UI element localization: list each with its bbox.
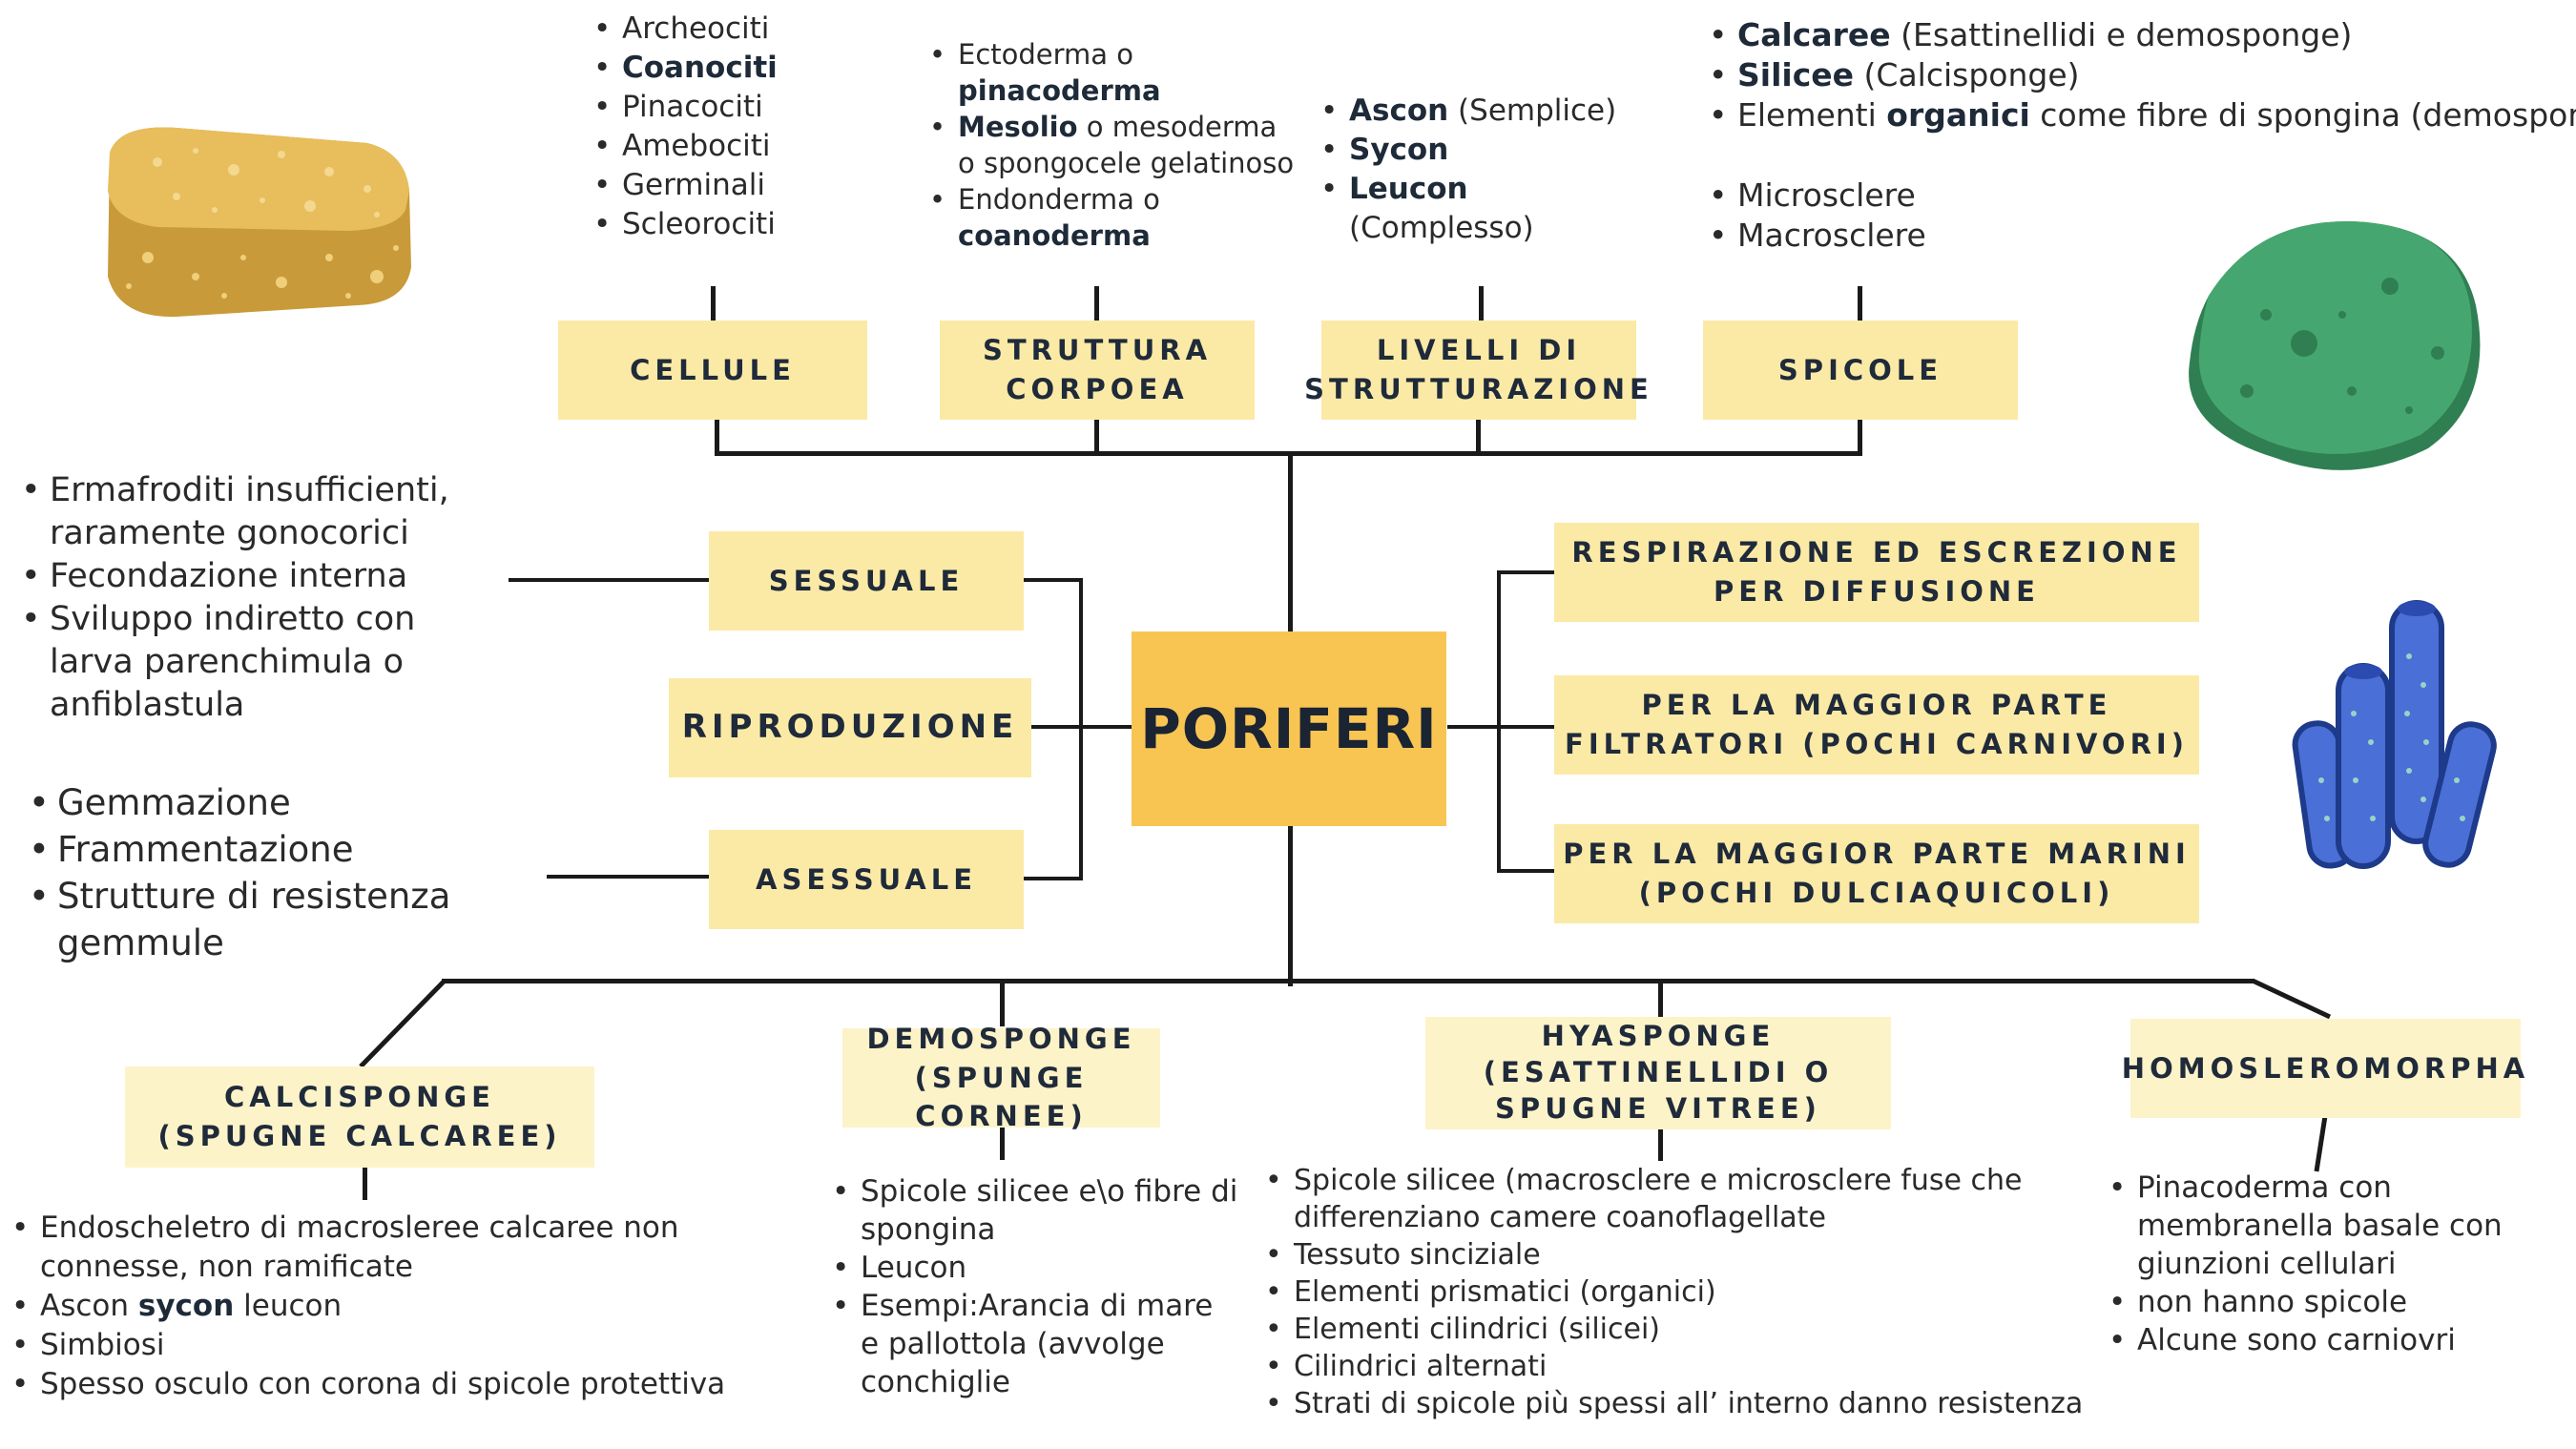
- list-item: Leucon (Complesso): [1317, 170, 1660, 248]
- cellule-label: CELLULE: [630, 353, 796, 386]
- spicole-box: SPICOLE: [1703, 321, 2018, 420]
- marini-label: PER LA MAGGIOR PARTE MARINI(POCHI DULCIA…: [1563, 838, 2191, 909]
- livelli-list: Ascon (Semplice) Sycon Leucon (Complesso…: [1317, 92, 1660, 248]
- yellow-sponge-icon: [108, 127, 411, 318]
- list-item: non hanno spicole: [2105, 1283, 2524, 1321]
- list-item: Spicole silicee e\o fibre di spongina: [828, 1172, 1238, 1249]
- list-item: Germinali: [590, 166, 895, 205]
- list-item: Sycon: [1317, 131, 1660, 170]
- asessuale-label: ASESSUALE: [756, 862, 977, 896]
- asessuale-list: Gemmazione Frammentazione Strutture di r…: [25, 779, 502, 966]
- sessuale-box: SESSUALE: [709, 531, 1024, 631]
- list-item: Macrosclere: [1705, 216, 2087, 256]
- center-title: PORIFERI: [1132, 631, 1446, 826]
- list-item: Alcune sono carniovri: [2105, 1321, 2524, 1359]
- list-item: Amebociti: [590, 127, 895, 166]
- list-item: Strutture di resistenza gemmule: [25, 873, 502, 966]
- list-item: Microsclere: [1705, 176, 2087, 216]
- spicole-label: SPICOLE: [1777, 353, 1943, 386]
- list-item: Gemmazione: [25, 779, 502, 826]
- list-item: Archeociti: [590, 10, 895, 49]
- list-item: Pinacoderma con membranella basale con g…: [2105, 1169, 2524, 1283]
- list-item: Frammentazione: [25, 826, 502, 873]
- list-item: Ascon (Semplice): [1317, 92, 1660, 131]
- list-item: Elementi cilindrici (silicei): [1261, 1311, 2053, 1348]
- sessuale-list: Ermafroditi insufficienti, raramente gon…: [17, 469, 494, 727]
- cellule-list: Archeociti Coanociti Pinacociti Amebocit…: [590, 10, 895, 244]
- list-item: Strati di spicole più spessi all’ intern…: [1261, 1385, 2083, 1422]
- riproduzione-box: RIPRODUZIONE: [669, 678, 1031, 777]
- list-item: Endoscheletro di macroslerее calcaree no…: [8, 1209, 733, 1287]
- list-item: Endonderma o coanoderma: [925, 181, 1298, 254]
- demosponge-label: DEMOSPONGE(SPUNGE CORNEE): [866, 1023, 1136, 1133]
- list-item: Ectoderma o pinacoderma: [925, 36, 1298, 109]
- list-item: Coanociti: [590, 49, 895, 88]
- list-item: Calcaree (Esattinellidi e demosponge): [1705, 15, 2576, 55]
- spicole-list-2: Microsclere Macrosclere: [1705, 176, 2087, 256]
- green-sponge-icon: [2189, 220, 2481, 470]
- list-item: Spesso osculo con corona di spicole prot…: [8, 1365, 733, 1404]
- list-item: Leucon: [828, 1249, 1238, 1287]
- sessuale-label: SESSUALE: [768, 564, 965, 597]
- calcisponge-box: CALCISPONGE(SPUGNE CALCAREE): [125, 1066, 594, 1168]
- list-item: Sviluppo indiretto con larva parenchimul…: [17, 598, 494, 727]
- list-item: Tessuto sinciziale: [1261, 1236, 2053, 1273]
- calcisponge-list: Endoscheletro di macroslerее calcaree no…: [8, 1209, 733, 1404]
- blue-sponge-icon: [2292, 600, 2497, 869]
- list-item: Ascon sycon leucon: [8, 1287, 733, 1326]
- list-item: Elementi prismatici (organici): [1261, 1273, 2053, 1311]
- list-item: Ermafroditi insufficienti, raramente gon…: [17, 469, 494, 555]
- hyasponge-list: Spicole silicee (macrosclere e microscle…: [1261, 1162, 2083, 1422]
- demosponge-box: DEMOSPONGE(SPUNGE CORNEE): [842, 1023, 1160, 1132]
- calcisponge-label: CALCISPONGE(SPUGNE CALCAREE): [157, 1081, 562, 1152]
- homosleromorpha-box: HOMOSLEROMORPHA: [2122, 1019, 2524, 1118]
- list-item: Elementi organici come fibre di spongina…: [1705, 95, 2576, 135]
- struttura-list: Ectoderma o pinacoderma Mesolio o mesode…: [925, 36, 1298, 254]
- list-item: Silicee (Calcisponge): [1705, 55, 2576, 95]
- list-item: Pinacociti: [590, 88, 895, 127]
- list-item: Fecondazione interna: [17, 555, 494, 598]
- homo-list: Pinacoderma con membranella basale con g…: [2105, 1169, 2524, 1359]
- riproduzione-label: RIPRODUZIONE: [681, 708, 1019, 747]
- list-item: Mesolio o mesoderma o spongocele gelatin…: [925, 109, 1298, 181]
- list-item: Spicole silicee (macrosclere e microscle…: [1261, 1162, 2053, 1236]
- asessuale-box: ASESSUALE: [709, 830, 1024, 929]
- marini-box: PER LA MAGGIOR PARTE MARINI(POCHI DULCIA…: [1554, 824, 2199, 923]
- spicole-list: Calcaree (Esattinellidi e demosponge) Si…: [1705, 15, 2576, 135]
- homosleromorpha-label: HOMOSLEROMORPHA: [2121, 1051, 2530, 1085]
- cellule-box: CELLULE: [558, 321, 867, 420]
- list-item: Scleorociti: [590, 205, 895, 244]
- list-item: Simbiosi: [8, 1326, 733, 1365]
- demosponge-list: Spicole silicee e\o fibre di spongina Le…: [828, 1172, 1238, 1401]
- list-item: Cilindrici alternati: [1261, 1348, 2053, 1385]
- list-item: Esempi:Arancia di mare e pallottola (avv…: [828, 1287, 1238, 1401]
